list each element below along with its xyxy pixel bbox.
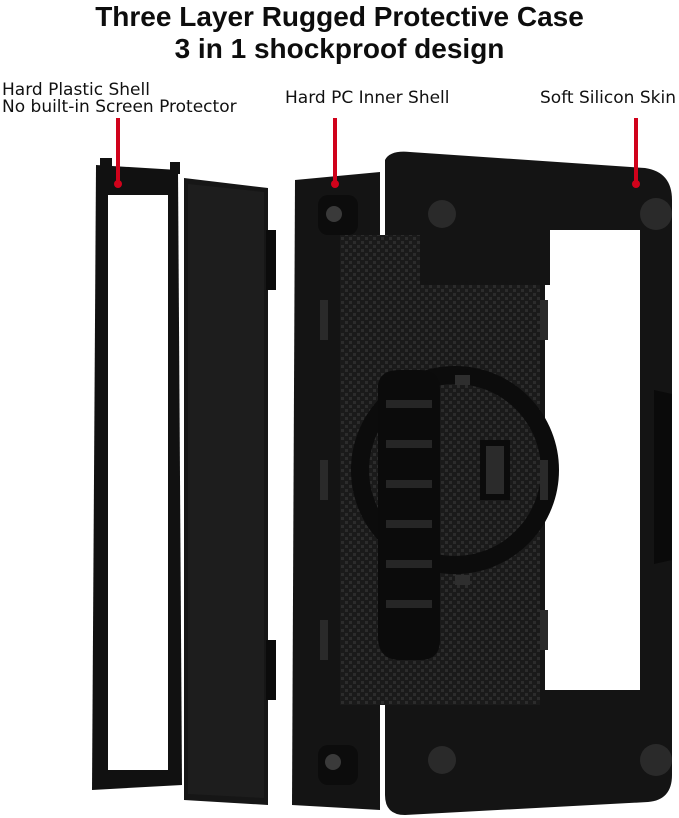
label-inner-shell: Hard PC Inner Shell (285, 88, 450, 108)
label-hard-shell: Hard Plastic Shell (2, 80, 150, 100)
callout-pointers (114, 118, 640, 188)
shell-side-panel (184, 178, 276, 805)
silicon-skin (340, 151, 672, 815)
hard-plastic-shell (92, 158, 182, 790)
title-line-1: Three Layer Rugged Protective Case (95, 1, 584, 32)
label-no-screen-protector: No built-in Screen Protector (2, 97, 237, 117)
hand-strap (378, 370, 440, 660)
title-line-2: 3 in 1 shockproof design (174, 33, 505, 64)
label-silicon-skin: Soft Silicon Skin (540, 88, 676, 108)
